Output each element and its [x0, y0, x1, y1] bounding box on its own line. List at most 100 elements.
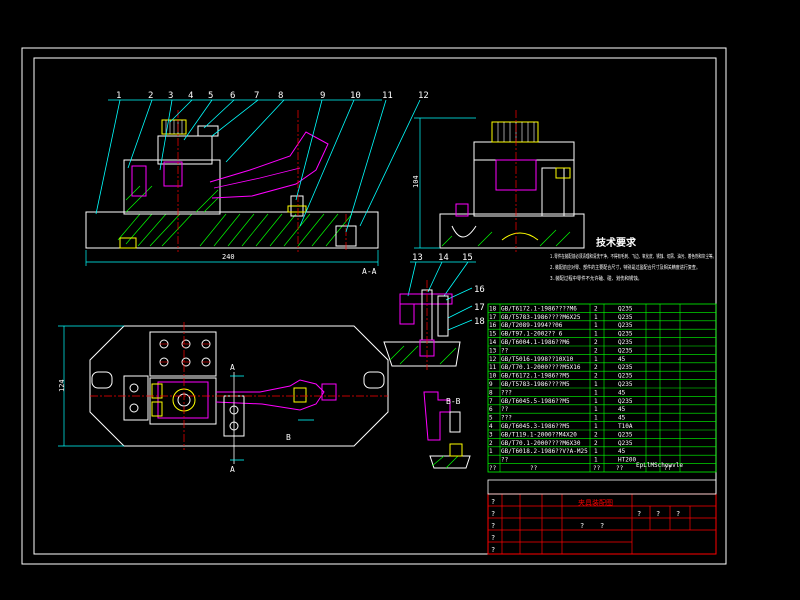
- bom-cell: GB/T6172.1-1986??M5: [501, 373, 570, 380]
- bom-header-cell: ??: [664, 465, 672, 472]
- outer-frame: [21, 47, 727, 565]
- bom-cell: 45: [618, 389, 626, 396]
- balloon-11: 11: [382, 91, 393, 101]
- dim-plan-height: 124: [58, 379, 66, 392]
- svg-text:?: ?: [656, 510, 660, 518]
- bom-cell: HT200: [618, 457, 636, 464]
- bom-cell: Q235: [618, 347, 633, 354]
- bom-cell: Q235: [618, 331, 633, 338]
- title-marks: ? ? ? ? ? ? ? ? ? ?: [491, 498, 680, 554]
- balloon-1: 1: [116, 91, 121, 101]
- balloon-17: 17: [474, 303, 485, 313]
- bom-cell: 2: [594, 364, 598, 371]
- bom-cell: Q235: [618, 339, 633, 346]
- svg-text:?: ?: [491, 534, 495, 542]
- bom-cell: GB/T70.1-2000????M5X16: [501, 364, 581, 371]
- bom-cell: 2: [489, 440, 493, 447]
- bom-cell: 15: [489, 331, 497, 338]
- bom-cell: 45: [618, 448, 626, 455]
- svg-text:?: ?: [600, 522, 604, 530]
- balloon-6: 6: [230, 91, 235, 101]
- plan-view: [58, 322, 389, 464]
- bom-cell: Q235: [618, 373, 633, 380]
- bom-cell: 1: [594, 381, 598, 388]
- bom-cell: Q235: [618, 305, 633, 312]
- tech-req-line-3: 3.装配过程中零件不允许磕、碰、划伤和锈蚀。: [550, 275, 642, 282]
- bom-cell: 45: [618, 415, 626, 422]
- bom-cell: ??: [501, 457, 509, 464]
- dim-front-width: 240: [222, 253, 235, 261]
- bom-cell: 11: [489, 364, 497, 371]
- section-label-aa: A-A: [362, 267, 377, 276]
- svg-text:?: ?: [491, 498, 495, 506]
- bom-cell: GB/T6004.1-1986??M6: [501, 339, 570, 346]
- bom-cell: Q235: [618, 314, 633, 321]
- svg-text:?: ?: [491, 546, 495, 554]
- bom-cell: 9: [489, 381, 493, 388]
- bom-cell: 1: [594, 322, 598, 329]
- title-drawing-name: 夹具装配图: [578, 498, 613, 507]
- front-post: [123, 159, 221, 215]
- title-company: EpLlMSchowvle: [636, 462, 683, 469]
- bom-cell: 2: [594, 440, 598, 447]
- bom-cell: 1: [489, 448, 493, 455]
- front-screw-head: [197, 125, 219, 137]
- bom-cell: Q235: [618, 398, 633, 405]
- bom-cell: 10: [489, 373, 497, 380]
- bom-cell: GB/T6172.1-1986????M6: [501, 305, 577, 312]
- tech-req-line-1: 1.零件在装配前必须清理和清洗干净，不得有毛刺、飞边、氧化皮、锈蚀、切屑、油污、…: [550, 253, 716, 260]
- bom-cell: Q235: [618, 322, 633, 329]
- section-bb-view: [423, 391, 471, 469]
- balloon-16: 16: [474, 285, 485, 295]
- bom-cell: ???: [501, 415, 512, 422]
- bom-cell: T10A: [618, 423, 633, 430]
- balloon-9: 9: [320, 91, 325, 101]
- balloon-18: 18: [474, 317, 485, 327]
- bom-cell: 2: [594, 347, 598, 354]
- bom-cell: 1: [594, 415, 598, 422]
- bom-cell: GB/T70.1-2000????M6X30: [501, 440, 581, 447]
- bom-cell: 1: [594, 457, 598, 464]
- bom-cell: GB/T2089-1994??06: [501, 322, 563, 329]
- front-base-hatch: [117, 213, 353, 247]
- balloon-8: 8: [278, 91, 283, 101]
- svg-text:?: ?: [580, 522, 584, 530]
- front-left-bolt: [131, 165, 147, 197]
- bom-row: 13?? 2 Q235: [489, 347, 633, 354]
- svg-text:?: ?: [491, 522, 495, 530]
- front-upper-block: [157, 135, 213, 165]
- bom-cell: 1: [594, 398, 598, 405]
- side-knurled-knob: [491, 121, 539, 143]
- bom-cell: 13: [489, 347, 497, 354]
- bom-header-cell: ??: [593, 465, 601, 472]
- plan-workpiece-arm: [215, 379, 325, 411]
- bom-cell: 3: [489, 431, 493, 438]
- bom-header-cell: ??: [616, 465, 624, 472]
- bom-cell: 2: [594, 373, 598, 380]
- bom-cell: GB/T97.1-2002?? 6: [501, 331, 563, 338]
- bom-cell: ??: [501, 347, 509, 354]
- detail-view: [383, 261, 476, 370]
- bom-cell: 1: [594, 448, 598, 455]
- bom-cell: GB/T119.1-2000??M4X20: [501, 431, 577, 438]
- bom-cell: GB/T5016-1998??10X10: [501, 356, 574, 363]
- svg-text:?: ?: [676, 510, 680, 518]
- balloon-3: 3: [168, 91, 173, 101]
- bom-cell: 1: [594, 423, 598, 430]
- bom-header-cell: ??: [489, 465, 497, 472]
- bom-cell: 7: [489, 398, 493, 405]
- bom-cell: 45: [618, 356, 626, 363]
- section-label-bb: B-B: [446, 397, 461, 406]
